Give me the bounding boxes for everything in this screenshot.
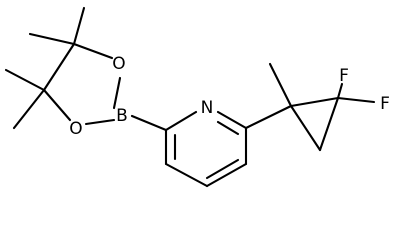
bond-cf2-ch2: [318, 96, 340, 152]
bond-c5r-me-down: [12, 88, 46, 130]
bond-cq-methyl: [268, 62, 293, 108]
bond-c5-c4: [205, 162, 248, 188]
atom-b-label: B: [116, 106, 128, 126]
bond-b-otop: [112, 76, 122, 110]
bond-n-c6: [216, 110, 248, 130]
atom-f-top-label: F: [339, 66, 349, 86]
bond-c5r-me-left: [4, 68, 46, 92]
bond-c4r-me-left: [28, 32, 76, 46]
bond-ch2-cq: [289, 104, 322, 152]
bond-c4r-c5r: [42, 42, 76, 92]
atom-f-right-label: F: [380, 94, 390, 114]
bond-layer: [4, 6, 376, 188]
atom-o-bottom-label: O: [69, 119, 82, 139]
bond-c6-cq: [244, 104, 293, 130]
bond-c2-b: [130, 114, 168, 132]
bond-n-c6-inner: [216, 120, 240, 136]
atom-o-top-label: O: [112, 54, 125, 74]
bond-c2-n: [164, 110, 198, 132]
bond-c5-c4-inner: [205, 158, 240, 180]
bond-otop-c4r: [72, 42, 114, 60]
structure-diagram: N B O O F F: [4, 6, 390, 188]
atom-n-label: N: [201, 98, 214, 118]
bond-b-obottom: [84, 118, 116, 126]
bond-c4-c3: [164, 162, 209, 188]
bond-cq-cf2: [289, 96, 340, 108]
bond-c4r-me-up: [72, 6, 86, 46]
label-layer: N B O O F F: [69, 54, 390, 139]
bond-cf2-ftop: [336, 82, 344, 100]
bond-c5r-obottom: [42, 88, 72, 122]
bond-cf2-fright: [336, 96, 376, 104]
